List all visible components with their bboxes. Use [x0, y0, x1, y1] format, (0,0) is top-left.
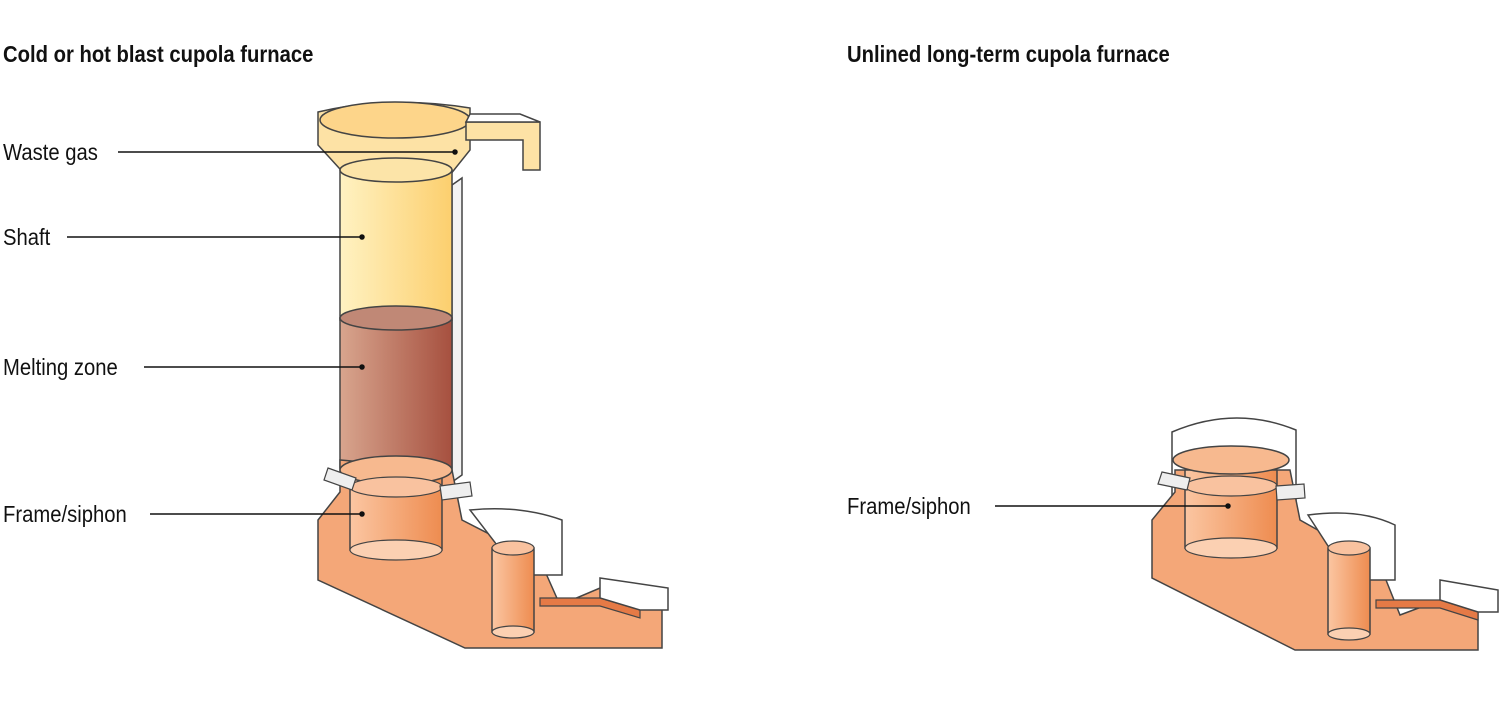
- left-furnace: [317, 101, 669, 649]
- left-tuyere-right: [439, 481, 473, 501]
- right-furnace: [1151, 417, 1499, 651]
- left-diagram-title: Cold or hot blast cupola furnace: [3, 41, 314, 67]
- right-siphon-bottom: [1327, 627, 1371, 641]
- left-siphon-riser: [491, 547, 535, 633]
- right-trough-end: [1439, 579, 1499, 613]
- left-hearth-floor: [349, 539, 443, 561]
- label-waste-gas: Waste gas: [3, 139, 98, 165]
- left-hearth-inner: [349, 476, 443, 498]
- left-trough-end: [599, 577, 669, 611]
- left-siphon-top: [491, 540, 535, 556]
- label-frame-siphon-left: Frame/siphon: [3, 501, 127, 527]
- right-siphon-top: [1327, 540, 1371, 556]
- left-hopper-opening: [319, 101, 471, 139]
- left-shaft-top: [339, 157, 453, 183]
- left-melting-zone: [339, 317, 453, 469]
- right-leader-lines: [995, 503, 1231, 509]
- left-siphon-bottom: [491, 625, 535, 639]
- right-tuyere-left: [1157, 471, 1191, 491]
- label-shaft: Shaft: [3, 224, 51, 250]
- label-frame-siphon-right: Frame/siphon: [847, 493, 971, 519]
- left-duct-top: [464, 113, 541, 123]
- left-shaft: [339, 169, 453, 321]
- right-diagram-title: Unlined long-term cupola furnace: [847, 41, 1170, 67]
- right-hearth-floor: [1184, 537, 1278, 559]
- right-hearth-inner: [1184, 475, 1278, 497]
- right-siphon-riser: [1327, 547, 1371, 635]
- right-tuyere-right: [1275, 483, 1306, 501]
- left-tuyere-left: [323, 467, 357, 491]
- left-waste-gas-duct: [465, 121, 541, 171]
- label-melting-zone: Melting zone: [3, 354, 118, 380]
- left-shaft-outer-wall: [451, 176, 463, 484]
- right-hearth-top: [1172, 445, 1290, 475]
- left-leader-lines: [67, 149, 458, 517]
- left-melting-top: [339, 305, 453, 331]
